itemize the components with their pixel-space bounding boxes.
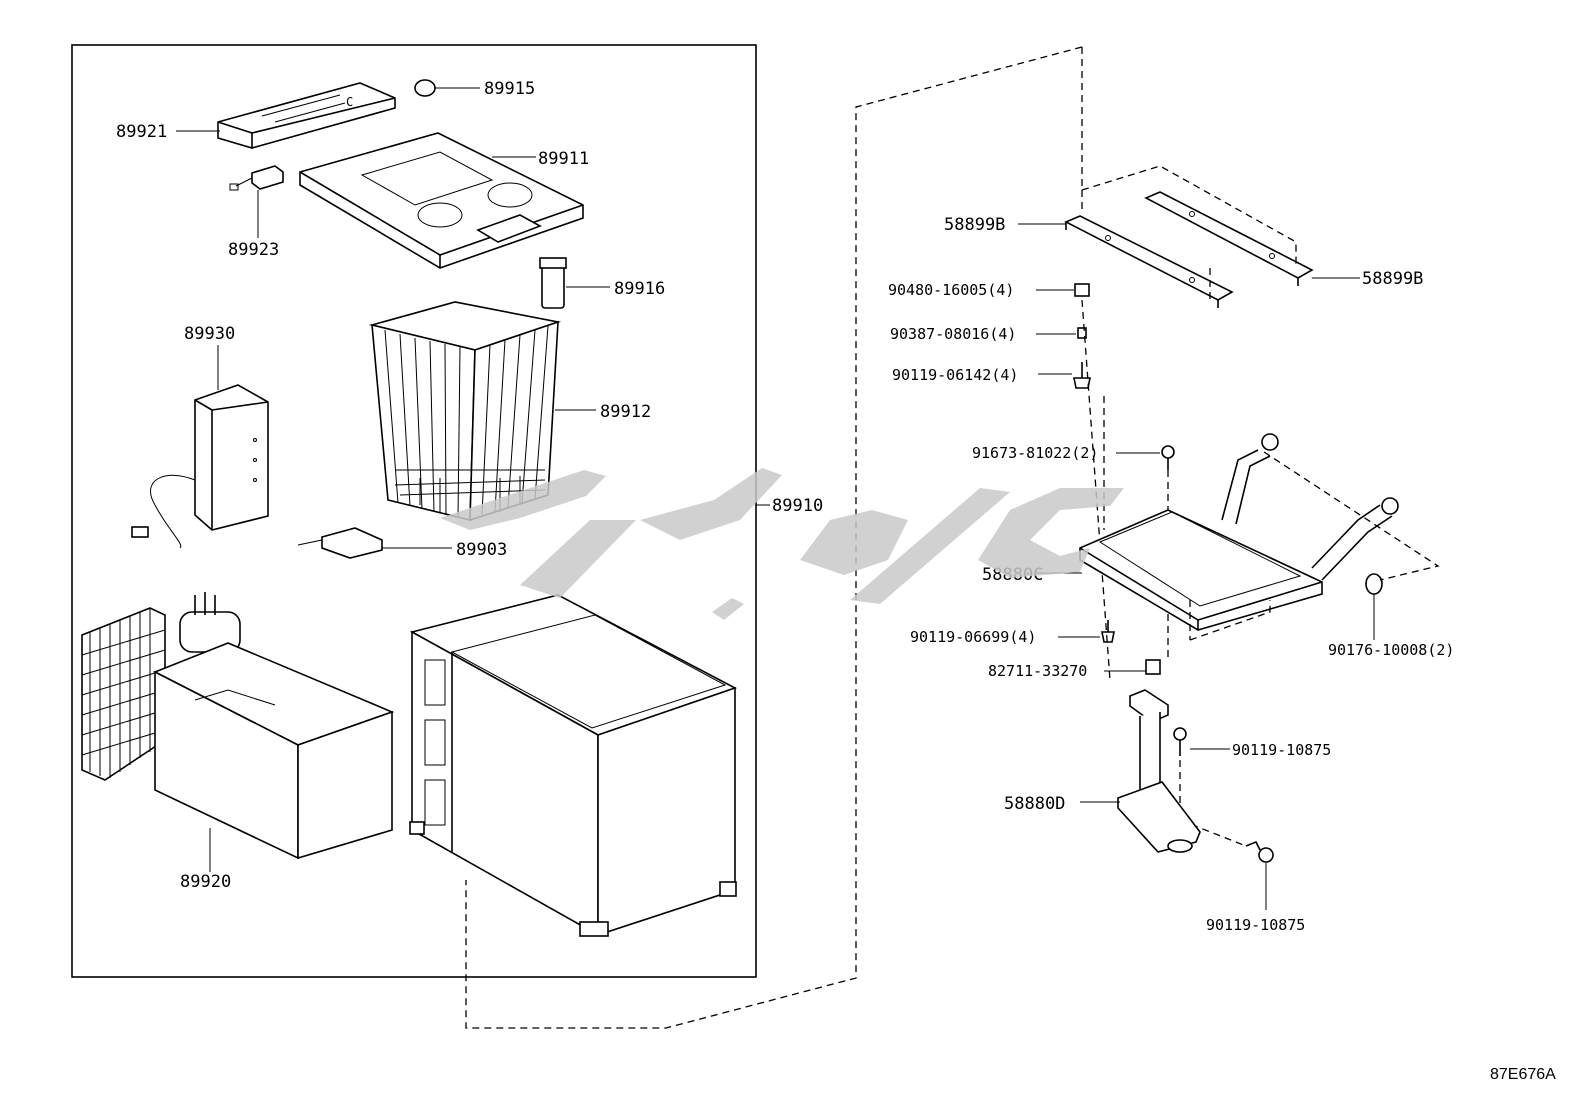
mount-outline	[465, 46, 1083, 1029]
handle-89921: C	[217, 82, 396, 149]
label-89916: 89916	[614, 279, 665, 299]
label-89923: 89923	[228, 240, 279, 260]
label-89915: 89915	[484, 79, 535, 99]
label-89903: 89903	[456, 540, 507, 560]
assembly-frame	[71, 44, 757, 978]
lid-89911	[299, 132, 584, 269]
watermark-logo-icon	[440, 468, 1124, 620]
label-82711: 82711-33270	[988, 662, 1087, 680]
basket-89912	[368, 301, 562, 522]
label-90119-06142: 90119-06142(4)	[892, 366, 1018, 384]
label-90119-10875-a: 90119-10875	[1232, 741, 1331, 759]
label-91673: 91673-81022(2)	[972, 444, 1098, 462]
fasteners-col	[1073, 283, 1383, 863]
label-58899B-left: 58899B	[944, 215, 1005, 235]
tray-89920	[153, 642, 395, 860]
label-90387: 90387-08016(4)	[890, 325, 1016, 343]
bracket-58880C	[1079, 433, 1399, 631]
label-58899B-right: 58899B	[1362, 269, 1423, 289]
stand-58880D	[1117, 689, 1201, 853]
label-89910: 89910	[772, 496, 823, 516]
label-89911: 89911	[538, 149, 589, 169]
label-90480: 90480-16005(4)	[888, 281, 1014, 299]
latch-89916	[539, 257, 567, 309]
cap-89915	[414, 79, 436, 97]
figure-code: 87E676A	[1490, 1066, 1556, 1083]
module-89930	[131, 384, 269, 549]
sensor-89903	[297, 527, 383, 559]
label-90176: 90176-10008(2)	[1328, 641, 1454, 659]
label-89920: 89920	[180, 872, 231, 892]
label-90119-06699: 90119-06699(4)	[910, 628, 1036, 646]
label-89930: 89930	[184, 324, 235, 344]
label-89912: 89912	[600, 402, 651, 422]
svg-text:C: C	[346, 95, 353, 109]
condenser	[81, 592, 241, 781]
label-90119-10875-b: 90119-10875	[1206, 916, 1305, 934]
switch-89923	[229, 165, 284, 191]
label-58880D: 58880D	[1004, 794, 1065, 814]
rail-58899B	[1064, 191, 1314, 308]
cabinet	[409, 594, 738, 937]
label-89921: 89921	[116, 122, 167, 142]
